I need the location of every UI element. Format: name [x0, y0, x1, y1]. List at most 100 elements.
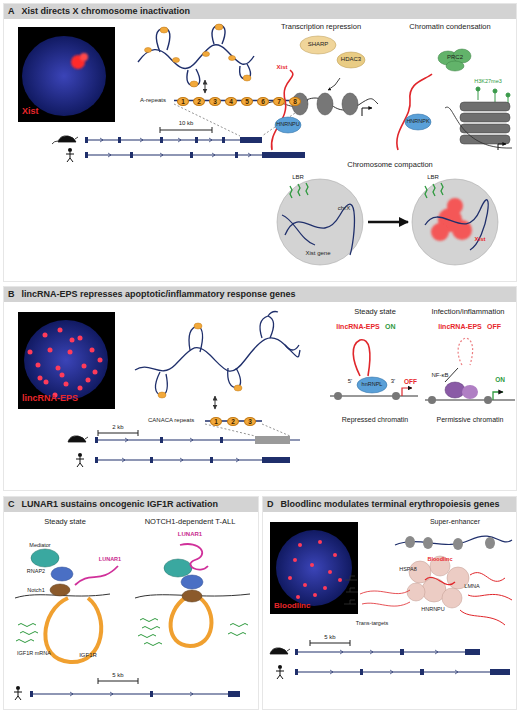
steady-state-art-part [402, 388, 412, 396]
scale-bar-part [310, 640, 311, 646]
label-text: 2 kb [112, 424, 123, 431]
label-text: Xist [22, 107, 39, 117]
scale-bar [160, 127, 212, 133]
chromatin-condensation-art-part-part [460, 124, 510, 133]
super-enhancer-art-part [407, 556, 469, 608]
repeat-marks-part [173, 58, 180, 63]
fluorescence-image-part [28, 328, 103, 398]
human-gene-part [276, 669, 284, 679]
fluorescence-image-part [288, 540, 342, 599]
label-text: IGF1R [79, 652, 97, 659]
mouse-gene-part [85, 139, 262, 140]
repeat-unit: 8 [289, 97, 301, 106]
panel-header: BlincRNA-EPS represses apoptotic/inflamm… [4, 287, 516, 302]
repeat-marks-part [145, 48, 152, 53]
chromosome-compaction-art-part [285, 204, 354, 255]
fluorescence-image-part [276, 530, 352, 606]
steady-state-art-part [16, 624, 38, 643]
chromosome-compaction-art-part [425, 200, 488, 250]
panel-letter: C [8, 499, 15, 509]
mouse-gene-part-part [85, 137, 88, 143]
scale-bar-part [98, 681, 138, 682]
fluorescence-image-part-part [328, 570, 332, 574]
label-text: HNRNPU [276, 121, 300, 127]
transcription-repression-art-part-part [317, 93, 333, 115]
repeat-unit: 3 [244, 417, 256, 426]
trans-targets-art-part [350, 576, 355, 604]
repeat-marks-part [215, 24, 223, 30]
mouse-gene-part-part [118, 137, 121, 143]
mouse-gene-part [95, 437, 223, 443]
mouse-gene-part [295, 649, 480, 655]
label-text: LUNAR1 [99, 556, 121, 562]
zoom-lines-part [262, 424, 290, 436]
chromatin-condensation-art-part [445, 107, 512, 148]
notch-art-part [181, 575, 203, 589]
panel-letter: A [8, 6, 15, 16]
mouse-gene-part [58, 136, 78, 142]
human-gene-part-part [360, 669, 363, 675]
label-text: SHARP [308, 41, 329, 48]
human-gene-part [78, 453, 82, 457]
fluorescence-image-part-part [78, 386, 83, 391]
super-enhancer-art-part [405, 536, 495, 550]
repeat-number: 5 [245, 98, 249, 105]
fluorescence-image-part-part [293, 558, 297, 562]
mouse-gene-part [255, 436, 290, 444]
inflammation-art-part-part [484, 396, 492, 404]
human-gene-part [122, 458, 239, 462]
chromatin-condensation-art-part-part [476, 87, 480, 91]
steady-state-art-part [50, 584, 70, 596]
transcription-repression-art-part [275, 117, 301, 133]
chromatin-condensation-art-part-part [460, 135, 510, 144]
fluorescence-image-part-part [333, 553, 337, 557]
human-gene-part-part [150, 457, 153, 463]
super-enhancer-art-part [460, 573, 512, 625]
transcription-repression-art-part [300, 36, 336, 54]
chromatin-condensation-art-part [460, 102, 510, 144]
repeat-number: 4 [229, 98, 233, 105]
label-text: CANACA repeats [148, 417, 194, 424]
repeat-unit: 6 [257, 97, 269, 106]
mouse-gene-part [125, 438, 193, 442]
chromosome-compaction-art-part [412, 179, 498, 265]
label-text: hnRNPL [362, 381, 383, 387]
label-text: OFF [487, 323, 501, 331]
scale-bar-part [350, 640, 351, 646]
human-gene-part-part [262, 152, 305, 158]
repeat-marks-part [194, 323, 202, 329]
mouse-gene-part-part [465, 649, 480, 655]
super-enhancer-art-part-part [485, 537, 495, 549]
label-text: Chromosome compaction [347, 161, 432, 169]
panel-letter: D [267, 499, 274, 509]
repeat-number: 2 [231, 418, 235, 425]
human-gene-part [30, 693, 240, 694]
label-text: A-repeats [140, 97, 166, 104]
repeat-number: 7 [277, 98, 281, 105]
label-text: RNAP2 [27, 568, 45, 574]
repeat-unit: 1 [177, 97, 189, 106]
fluorescence-image-part [22, 36, 106, 116]
label-text: ON [495, 376, 505, 383]
fluorescence-image-part-part [70, 338, 75, 343]
label-text: IGF1R mRNA [17, 650, 51, 656]
label-text: Xist [276, 64, 287, 71]
mouse-gene-part [340, 650, 438, 654]
human-gene-part [68, 148, 72, 152]
repeat-number: 2 [197, 98, 201, 105]
human-gene-part [295, 669, 510, 675]
chromosome-compaction-art-part [282, 215, 315, 245]
fluorescence-image-part-part [310, 563, 314, 567]
fluorescence-image-part-part [318, 540, 322, 544]
transcription-repression-art-part [272, 70, 293, 150]
label-text: Transcription repression [281, 23, 361, 31]
mouse-gene-part-part [195, 137, 198, 143]
human-gene-part [95, 457, 290, 463]
fluorescence-image-part [18, 312, 115, 409]
repeat-number: 3 [213, 98, 217, 105]
human-gene-part [70, 692, 193, 696]
repeat-marks-part [158, 392, 166, 398]
fluorescence-image-part-part [90, 348, 95, 353]
steady-state-art-part [353, 340, 370, 376]
repeat-number: 3 [248, 418, 252, 425]
